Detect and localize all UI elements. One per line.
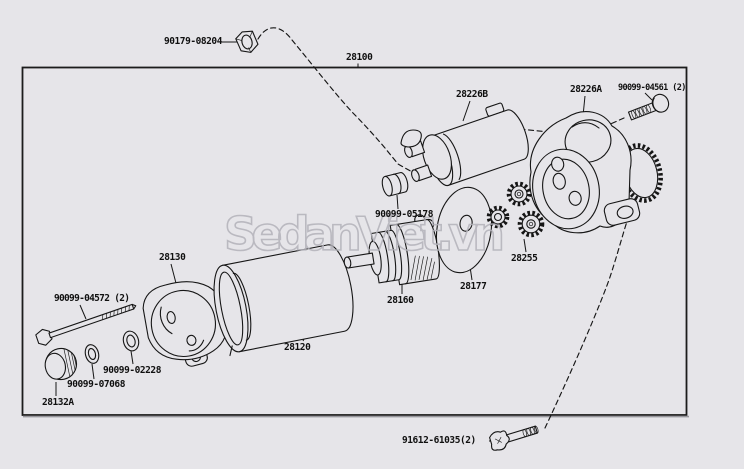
yoke-drawing [213, 244, 354, 357]
bolt-91612-61035-drawing [489, 425, 539, 451]
part-label-90179-08204: 90179-08204 [164, 36, 222, 47]
part-label-28120: 28120 [284, 342, 311, 353]
part-label-90099-07068: 90099-07068 [67, 379, 125, 390]
through-bolt-drawing [35, 303, 137, 346]
solenoid-drawing [400, 102, 529, 187]
bearing-cap-drawing [44, 347, 78, 381]
plunger-cap-drawing [381, 172, 409, 197]
part-label-90099-04572: 90099-04572 (2) [54, 293, 130, 304]
armature-drawing [343, 214, 440, 286]
watermark: SedanViet.vn [224, 207, 506, 261]
bolt-90099-04561-drawing [627, 93, 670, 121]
assembly-guide-lines [257, 27, 632, 429]
part-label-28132A: 28132A [42, 397, 74, 408]
plate-drawing [435, 186, 493, 274]
part-label-90099-05178: 90099-05178 [375, 209, 433, 220]
washer-90099-02228-drawing [122, 330, 140, 352]
drive-housing-drawing [529, 111, 663, 234]
part-label-28160: 28160 [387, 295, 414, 306]
terminal-nut-drawing [235, 30, 259, 53]
oring-90099-07068-drawing [84, 344, 100, 364]
part-label-28130: 28130 [159, 252, 186, 263]
part-label-28177: 28177 [460, 281, 487, 292]
diagram-border [21, 66, 688, 416]
part-label-28226B: 28226B [456, 89, 488, 100]
part-label-90099-02228: 90099-02228 [103, 365, 161, 376]
part-label-28100: 28100 [346, 52, 373, 63]
part-label-90099-04561: 90099-04561 (2) [618, 83, 686, 93]
planetary-gears-drawing [486, 181, 545, 238]
end-frame-drawing [142, 281, 228, 367]
part-label-28226A: 28226A [570, 84, 602, 95]
part-label-28255: 28255 [511, 253, 538, 264]
part-label-91612-61035: 91612-61035(2) [402, 435, 476, 446]
